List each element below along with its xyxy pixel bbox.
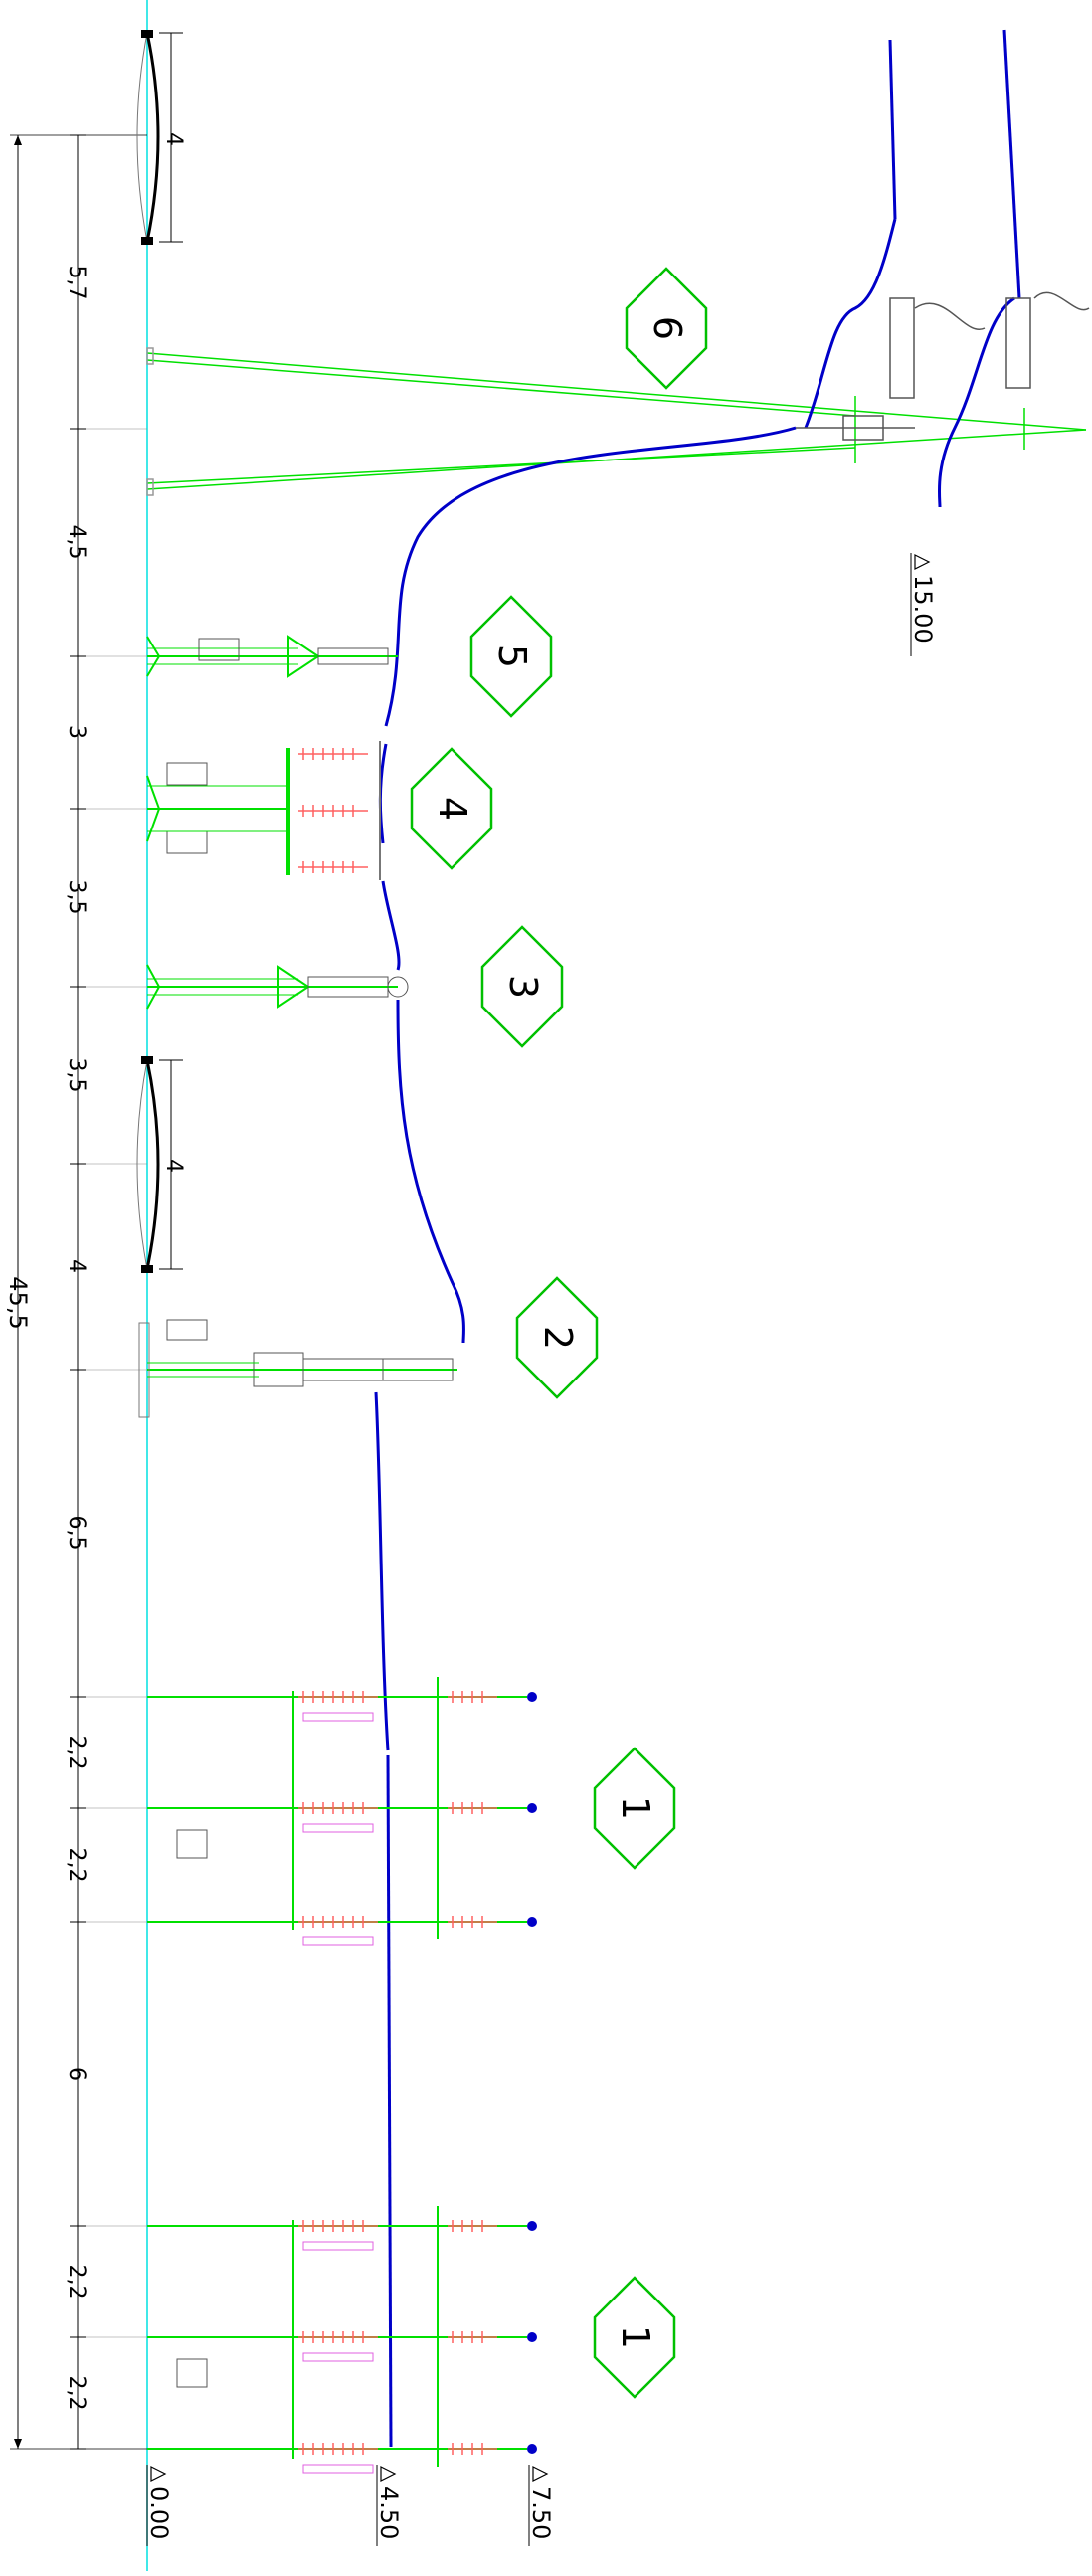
level-marker-ground: 0.00 xyxy=(145,2465,173,2546)
svg-text:1: 1 xyxy=(614,1796,657,1820)
gantry-structure xyxy=(146,347,1087,496)
callout-1-lower: 1 xyxy=(593,2276,676,2399)
svg-text:2: 2 xyxy=(536,1326,580,1350)
segment-dimension-line: 5,7 4,5 3 3,5 3,5 4 6,5 2,2 2,2 6 2,2 2,… xyxy=(64,134,147,2450)
callout-5: 5 xyxy=(469,595,553,718)
svg-text:7.50: 7.50 xyxy=(527,2486,555,2539)
svg-text:0.00: 0.00 xyxy=(145,2486,173,2539)
span-arc-mid: 4 xyxy=(136,1056,186,1273)
callout-2: 2 xyxy=(515,1276,599,1399)
dim-seg-3: 3 xyxy=(64,725,89,739)
instrument-transformer-2 xyxy=(138,1319,457,1418)
svg-text:4: 4 xyxy=(161,1159,186,1173)
svg-text:4: 4 xyxy=(161,132,186,146)
overall-dimension-label: 45,5 xyxy=(4,1276,32,1329)
level-marker-15-00: 15.00 xyxy=(909,553,937,656)
callout-6: 6 xyxy=(625,267,708,390)
dim-seg-2-2-b: 2,2 xyxy=(64,1848,89,1883)
disconnector-4 xyxy=(146,741,381,880)
breaker-bay-lower xyxy=(147,2206,537,2474)
callout-4: 4 xyxy=(410,747,493,870)
svg-text:5: 5 xyxy=(490,644,534,668)
svg-text:3: 3 xyxy=(501,975,545,999)
breaker-bay-upper xyxy=(147,1677,537,1946)
span-arc-top: 4 xyxy=(136,30,186,245)
level-marker-4-50: 4.50 xyxy=(375,2465,403,2546)
post-insulator-3 xyxy=(146,964,409,1010)
svg-text:4: 4 xyxy=(431,797,474,821)
overall-dimension: 45,5 xyxy=(4,134,147,2450)
callout-1-upper: 1 xyxy=(593,1747,676,1870)
dim-seg-4-5: 4,5 xyxy=(64,525,89,560)
svg-text:4.50: 4.50 xyxy=(375,2486,403,2539)
svg-text:1: 1 xyxy=(614,2325,657,2349)
dim-seg-4: 4 xyxy=(64,1259,89,1273)
dim-seg-2-2-d: 2,2 xyxy=(64,2376,89,2411)
svg-text:6: 6 xyxy=(645,316,689,340)
line-traps xyxy=(796,291,1090,441)
callout-3: 3 xyxy=(480,925,564,1048)
dim-seg-3-5-b: 3,5 xyxy=(64,1058,89,1093)
dim-seg-2-2-c: 2,2 xyxy=(64,2265,89,2300)
post-insulator-5 xyxy=(146,635,398,678)
level-marker-7-50: 7.50 xyxy=(527,2465,555,2546)
main-conductor xyxy=(374,29,1021,2448)
dim-seg-3-5-a: 3,5 xyxy=(64,880,89,915)
dim-seg-6: 6 xyxy=(64,2067,89,2081)
dim-seg-5-7: 5,7 xyxy=(64,266,89,300)
dim-seg-2-2-a: 2,2 xyxy=(64,1736,89,1770)
svg-text:15.00: 15.00 xyxy=(909,575,937,644)
dim-seg-6-5: 6,5 xyxy=(64,1516,89,1551)
